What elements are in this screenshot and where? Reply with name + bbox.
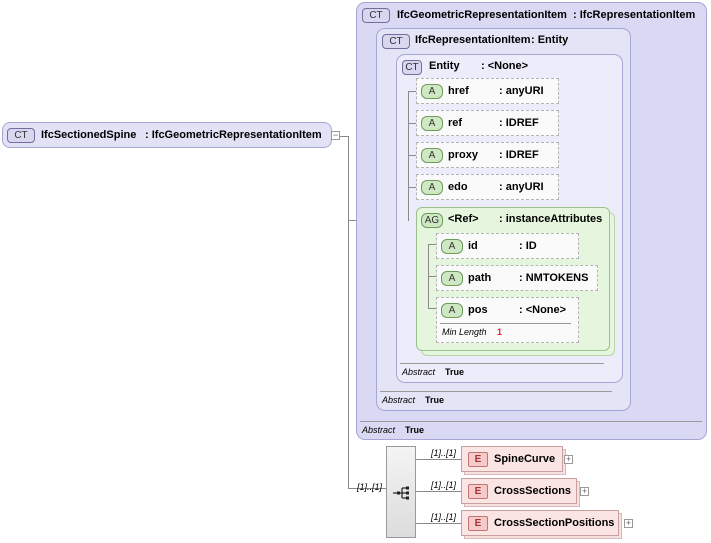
sequence-cardinality: [1]..[1]	[357, 482, 383, 492]
root-type: : IfcGeometricRepresentationItem	[145, 129, 322, 141]
attribute-name: ref	[448, 117, 463, 129]
divider	[380, 391, 612, 392]
root-name: IfcSectionedSpine	[41, 129, 137, 141]
attribute-name: proxy	[448, 149, 478, 161]
attribute-badge: A	[421, 84, 443, 99]
sequence-icon	[393, 486, 409, 500]
attribute-href[interactable]: A href : anyURI	[416, 78, 559, 104]
ct1-name: IfcGeometricRepresentationItem	[397, 9, 567, 21]
ct3-name: Entity	[429, 60, 460, 72]
complex-type-badge: CT	[402, 60, 422, 75]
element-name: SpineCurve	[494, 453, 556, 465]
divider	[440, 323, 571, 324]
attribute-badge: A	[421, 148, 443, 163]
attribute-id[interactable]: A id : ID	[436, 233, 579, 259]
attribute-path[interactable]: A path : NMTOKENS	[436, 265, 598, 291]
connector	[408, 155, 417, 156]
connector	[416, 491, 461, 492]
complex-type-badge: CT	[7, 128, 35, 143]
expand-toggle[interactable]: +	[580, 486, 589, 496]
divider	[360, 421, 702, 422]
abstract-label: Abstract	[362, 425, 396, 435]
attribute-name: href	[448, 85, 469, 97]
connector	[408, 187, 417, 188]
abstract-label: Abstract	[402, 367, 436, 377]
element-crosssections[interactable]: E CrossSections	[461, 478, 577, 504]
connector	[428, 308, 437, 309]
root-element[interactable]: CT IfcSectionedSpine : IfcGeometricRepre…	[2, 122, 332, 148]
attribute-type: : anyURI	[499, 85, 544, 97]
element-badge: E	[468, 452, 488, 467]
attribute-proxy[interactable]: A proxy : IDREF	[416, 142, 559, 168]
facet-label: Min Length	[442, 327, 487, 337]
attribute-type: : anyURI	[499, 181, 544, 193]
attribute-name: edo	[448, 181, 468, 193]
element-badge: E	[468, 484, 488, 499]
abstract-label: Abstract	[382, 395, 416, 405]
connector	[408, 91, 417, 92]
attribute-group-badge: AG	[421, 213, 443, 228]
ct1-type: : IfcRepresentationItem	[573, 9, 696, 21]
element-spinecurve[interactable]: E SpineCurve	[461, 446, 563, 472]
attribute-type: : NMTOKENS	[519, 272, 589, 284]
attribute-name: id	[468, 240, 478, 252]
expand-toggle[interactable]: +	[624, 518, 633, 528]
attribute-edo[interactable]: A edo : anyURI	[416, 174, 559, 200]
connector	[408, 91, 409, 221]
attribute-type: : IDREF	[499, 117, 539, 129]
attribute-badge: A	[441, 271, 463, 286]
attribute-name: pos	[468, 304, 488, 316]
attribute-ref[interactable]: A ref : IDREF	[416, 110, 559, 136]
element-cardinality: [1]..[1]	[431, 448, 457, 458]
connector	[348, 488, 386, 489]
element-cardinality: [1]..[1]	[431, 512, 457, 522]
complex-type-badge: CT	[382, 34, 410, 49]
connector	[416, 523, 461, 524]
connector	[428, 244, 437, 245]
expand-toggle[interactable]: +	[564, 454, 573, 464]
connector	[408, 123, 417, 124]
attribute-pos[interactable]: A pos : <None> Min Length 1	[436, 297, 579, 343]
attribute-badge: A	[421, 116, 443, 131]
attribute-group-type: : instanceAttributes	[499, 213, 603, 225]
element-badge: E	[468, 516, 488, 531]
element-crosssectionpositions[interactable]: E CrossSectionPositions	[461, 510, 619, 536]
element-cardinality: [1]..[1]	[431, 480, 457, 490]
connector	[428, 276, 437, 277]
sequence-compositor[interactable]	[386, 446, 416, 538]
attribute-type: : IDREF	[499, 149, 539, 161]
ct2-type: : Entity	[531, 34, 569, 46]
facet-value: 1	[497, 327, 503, 337]
element-name: CrossSectionPositions	[494, 517, 615, 529]
divider	[400, 363, 604, 364]
attribute-type: : ID	[519, 240, 537, 252]
connector	[332, 136, 348, 137]
attribute-type: : <None>	[519, 304, 567, 316]
attribute-badge: A	[441, 239, 463, 254]
ct3-type: : <None>	[481, 60, 529, 72]
abstract-value: True	[405, 425, 425, 435]
connector	[416, 459, 461, 460]
attribute-badge: A	[421, 180, 443, 195]
abstract-value: True	[445, 367, 465, 377]
connector	[348, 136, 349, 488]
ct2-name: IfcRepresentationItem	[415, 34, 531, 46]
attribute-group-name: <Ref>	[448, 213, 479, 225]
attribute-badge: A	[441, 303, 463, 318]
attribute-name: path	[468, 272, 492, 284]
abstract-value: True	[425, 395, 445, 405]
element-name: CrossSections	[494, 485, 572, 497]
complex-type-badge: CT	[362, 8, 390, 23]
collapse-toggle[interactable]: −	[331, 130, 340, 140]
